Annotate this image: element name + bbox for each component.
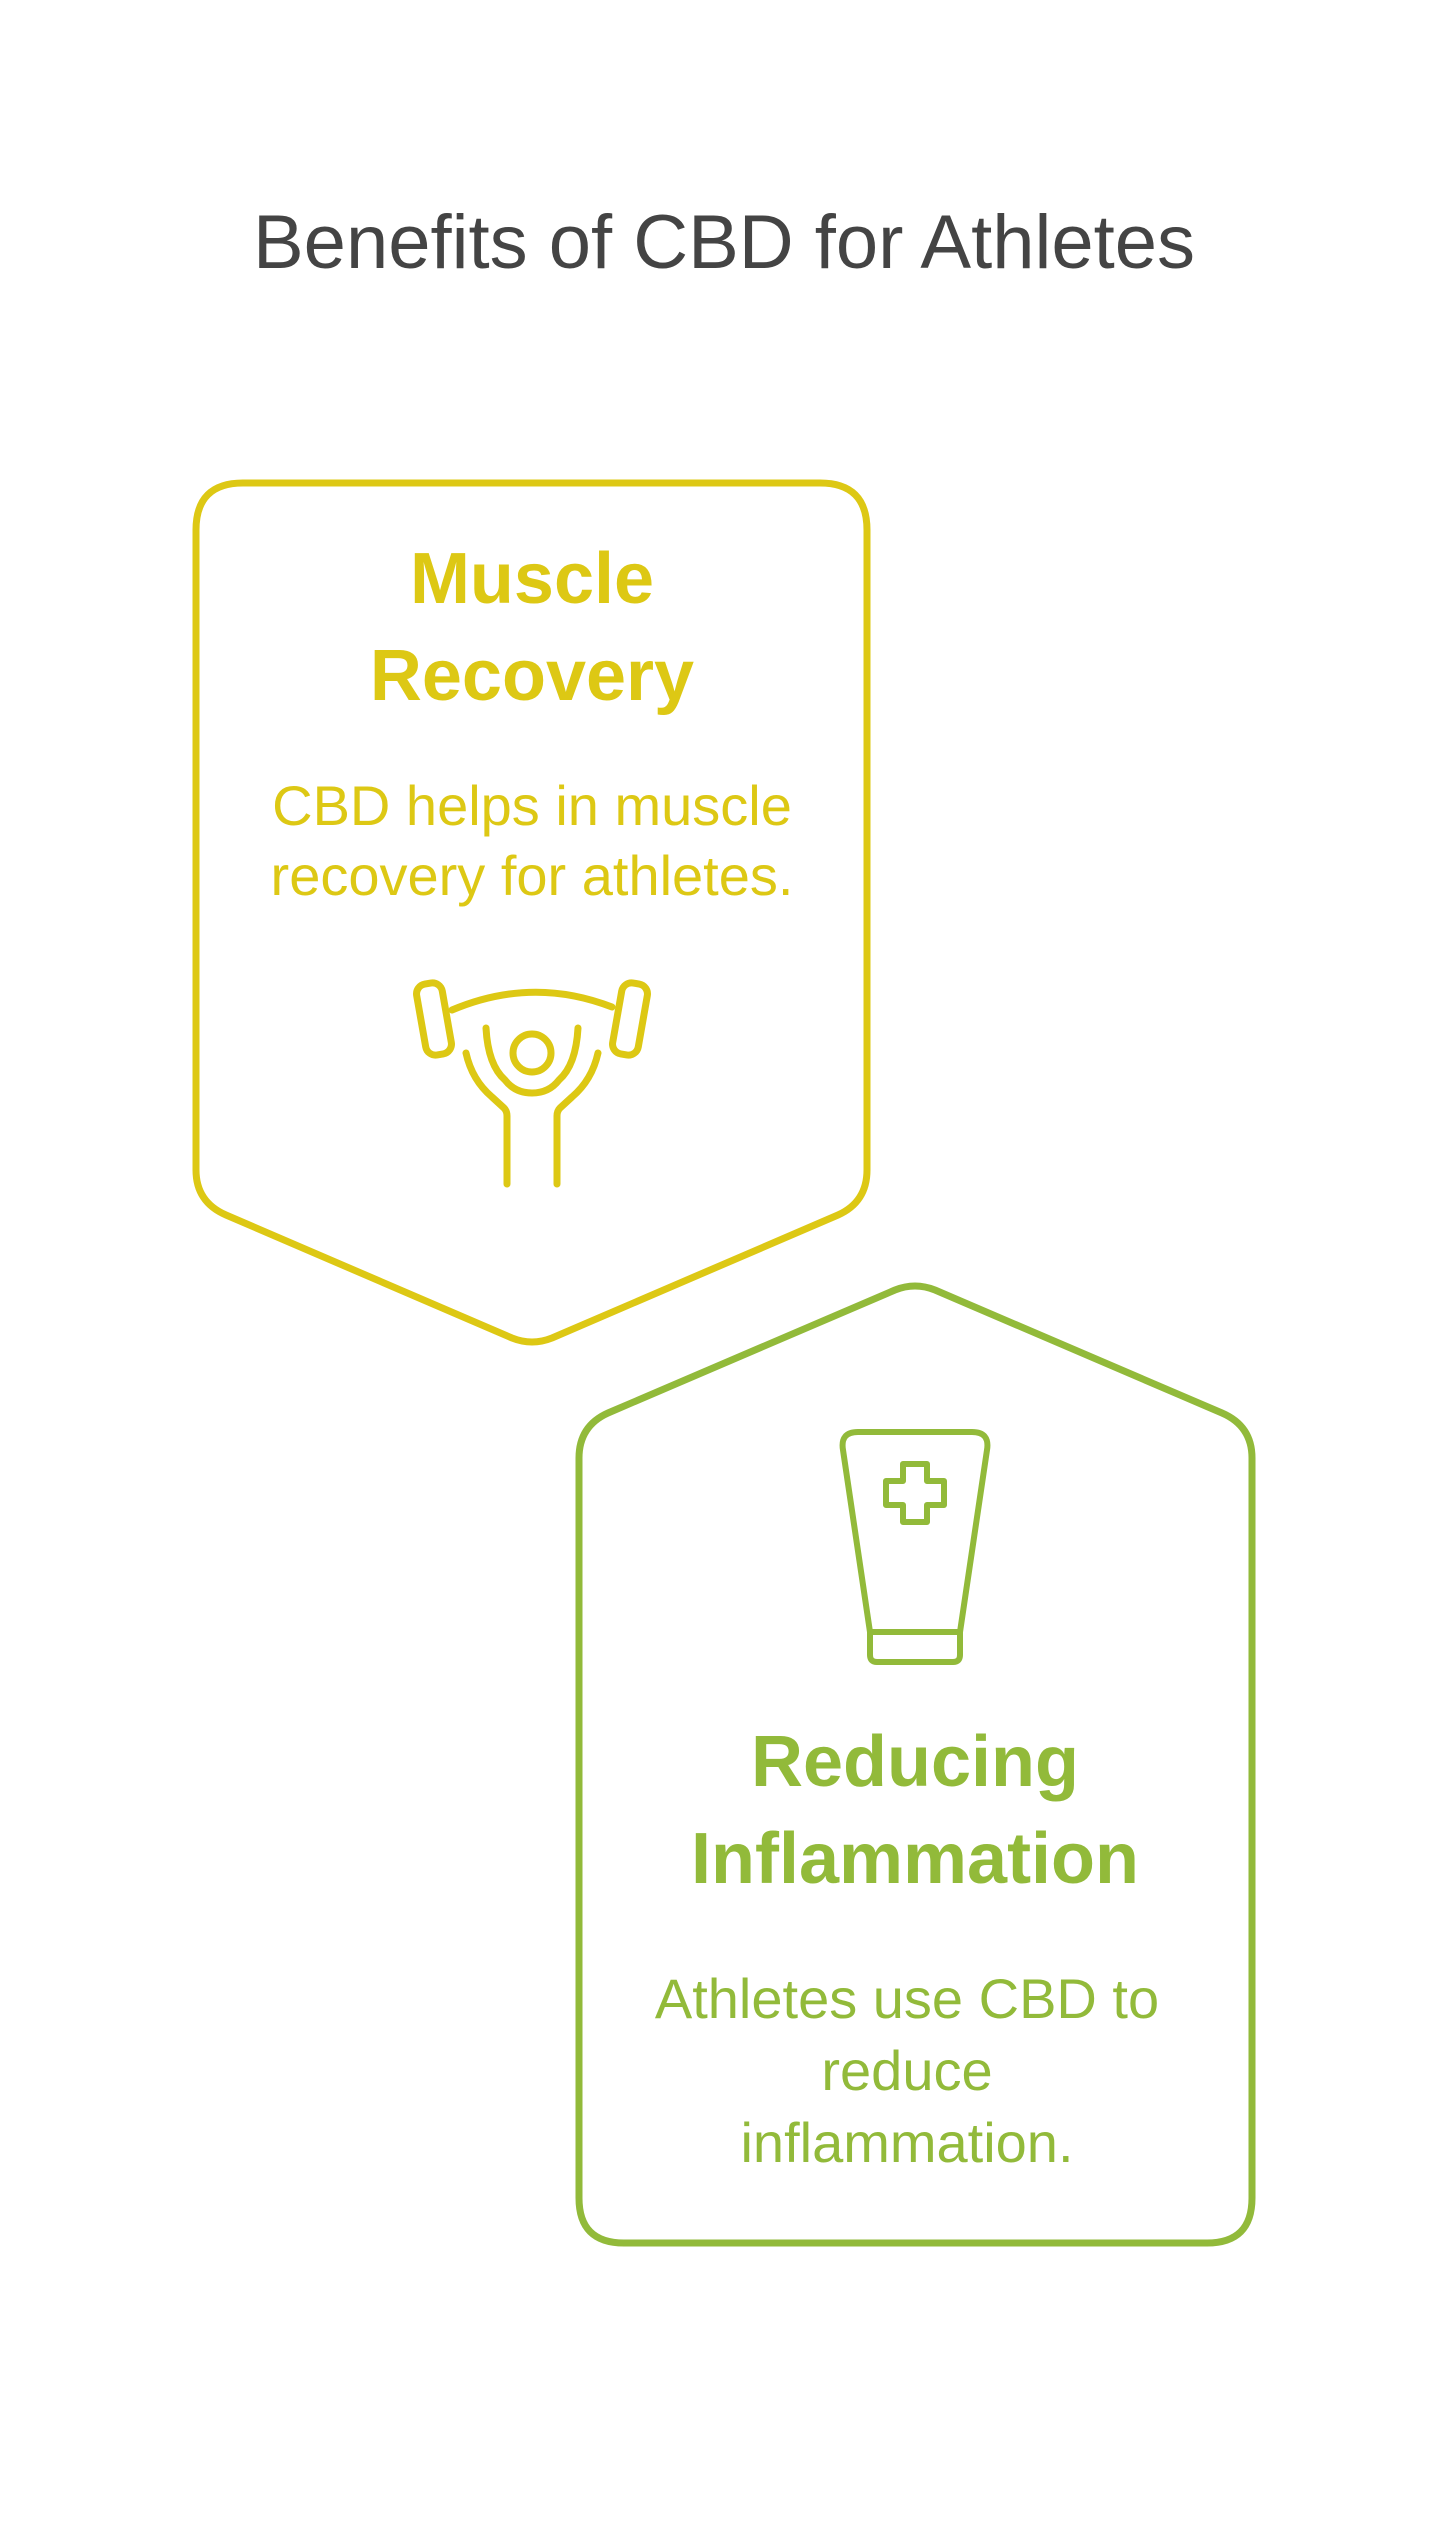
card-muscle-recovery: Muscle Recovery CBD helps in muscle reco… xyxy=(192,479,871,1346)
ointment-tube-icon xyxy=(839,1429,991,1665)
card-reducing-inflammation: Reducing Inflammation Athletes use CBD t… xyxy=(575,1282,1256,2247)
weightlifter-icon xyxy=(413,979,651,1188)
card-heading-line: Recovery xyxy=(370,636,694,716)
card-body-line: inflammation. xyxy=(740,2111,1073,2174)
card-body-line: CBD helps in muscle xyxy=(272,774,792,837)
card-heading-line: Muscle xyxy=(410,539,654,619)
card-body-line: Athletes use CBD to xyxy=(655,1967,1159,2030)
card-shape xyxy=(192,479,871,1346)
card-body-line: recovery for athletes. xyxy=(271,844,794,907)
page-title: Benefits of CBD for Athletes xyxy=(253,200,1195,285)
card-heading-line: Inflammation xyxy=(691,1819,1139,1899)
card-shape xyxy=(575,1282,1256,2247)
card-heading-line: Reducing xyxy=(751,1722,1079,1802)
card-body-line: reduce xyxy=(821,2039,992,2102)
